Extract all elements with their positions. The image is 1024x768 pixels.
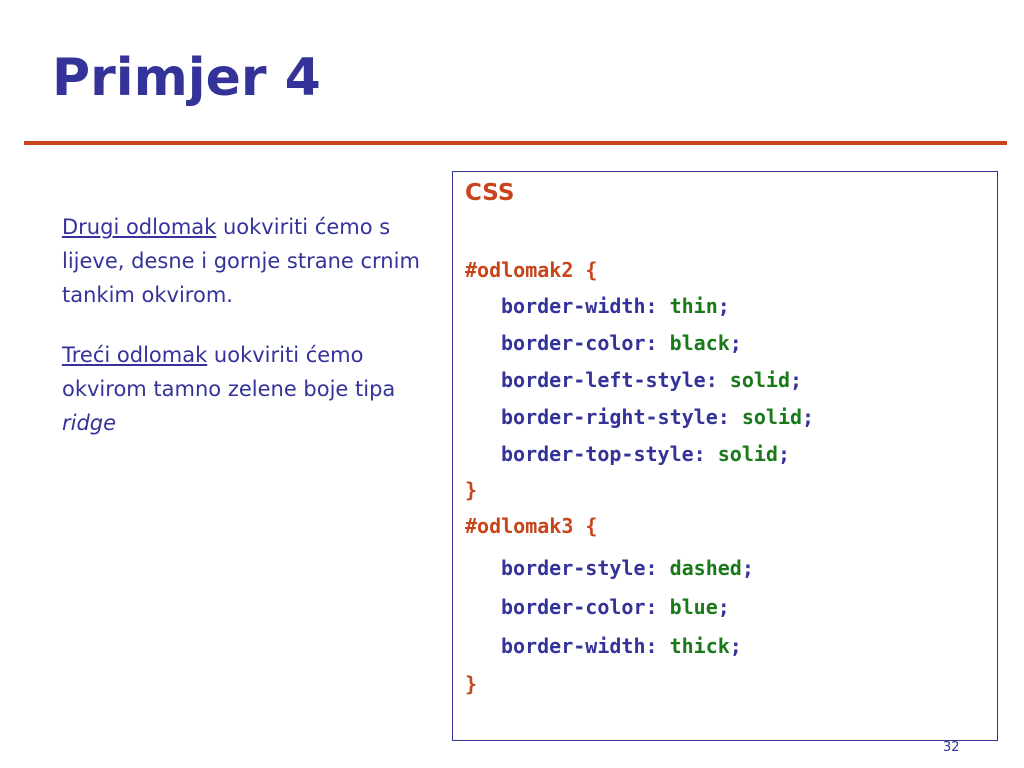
selector-odlomak3: #odlomak3 { [465, 514, 598, 538]
selector-odlomak2: #odlomak2 { [465, 258, 598, 282]
rule-property: border-style: [501, 556, 670, 580]
rule-property: border-color: [501, 595, 670, 619]
rule-property: border-top-style: [501, 442, 718, 466]
slide-title: Primjer 4 [52, 48, 321, 108]
title-divider [24, 141, 1007, 145]
rule-semicolon: ; [729, 634, 742, 658]
rule-property: border-right-style: [501, 405, 742, 429]
rule-semicolon: ; [790, 368, 803, 392]
paragraph-1-rest: uokviriti ćemo s lijeve, desne i gornje … [62, 215, 420, 307]
paragraph-2-rest: uokviriti ćemo okvirom tamno zelene boje… [62, 343, 396, 401]
paragraph-2-lead: Treći odlomak [62, 343, 208, 367]
close-brace-odlomak3: } [465, 672, 478, 696]
code-rule: border-color: blue; [501, 595, 730, 619]
close-brace-odlomak2: } [465, 478, 478, 502]
css-code-box: CSS #odlomak2 { border-width: thin; bord… [452, 171, 998, 741]
rule-value: solid [741, 405, 803, 429]
code-rule: border-width: thin; [501, 294, 730, 318]
paragraph-1: Drugi odlomak uokviriti ćemo s lijeve, d… [62, 210, 432, 312]
rule-property: border-color: [501, 331, 670, 355]
code-rule: border-top-style: solid; [501, 442, 790, 466]
rule-semicolon: ; [802, 405, 815, 429]
code-rule: border-right-style: solid; [501, 405, 814, 429]
rule-property: border-left-style: [501, 368, 730, 392]
page-number: 32 [943, 740, 960, 755]
code-rule: border-left-style: solid; [501, 368, 802, 392]
rule-property: border-width: [501, 634, 670, 658]
rule-semicolon: ; [729, 331, 742, 355]
rule-value: solid [729, 368, 790, 392]
paragraph-1-lead: Drugi odlomak [62, 215, 217, 239]
code-heading: CSS [465, 180, 515, 206]
rule-value: thick [669, 634, 730, 658]
paragraph-2: Treći odlomak uokviriti ćemo okvirom tam… [62, 338, 432, 440]
description-text: Drugi odlomak uokviriti ćemo s lijeve, d… [62, 210, 432, 466]
rule-value: black [669, 331, 730, 355]
rule-semicolon: ; [717, 294, 730, 318]
rule-value: dashed [669, 556, 742, 580]
rule-value: blue [669, 595, 718, 619]
rule-semicolon: ; [777, 442, 791, 466]
rule-property: border-width: [501, 294, 670, 318]
code-rule: border-color: black; [501, 331, 742, 355]
rule-value: thin [669, 294, 718, 318]
rule-semicolon: ; [717, 595, 730, 619]
rule-value: solid [717, 442, 778, 466]
code-rule: border-style: dashed; [501, 556, 754, 580]
paragraph-2-emphasis: ridge [62, 411, 117, 435]
rule-semicolon: ; [741, 556, 754, 580]
code-rule: border-width: thick; [501, 634, 742, 658]
